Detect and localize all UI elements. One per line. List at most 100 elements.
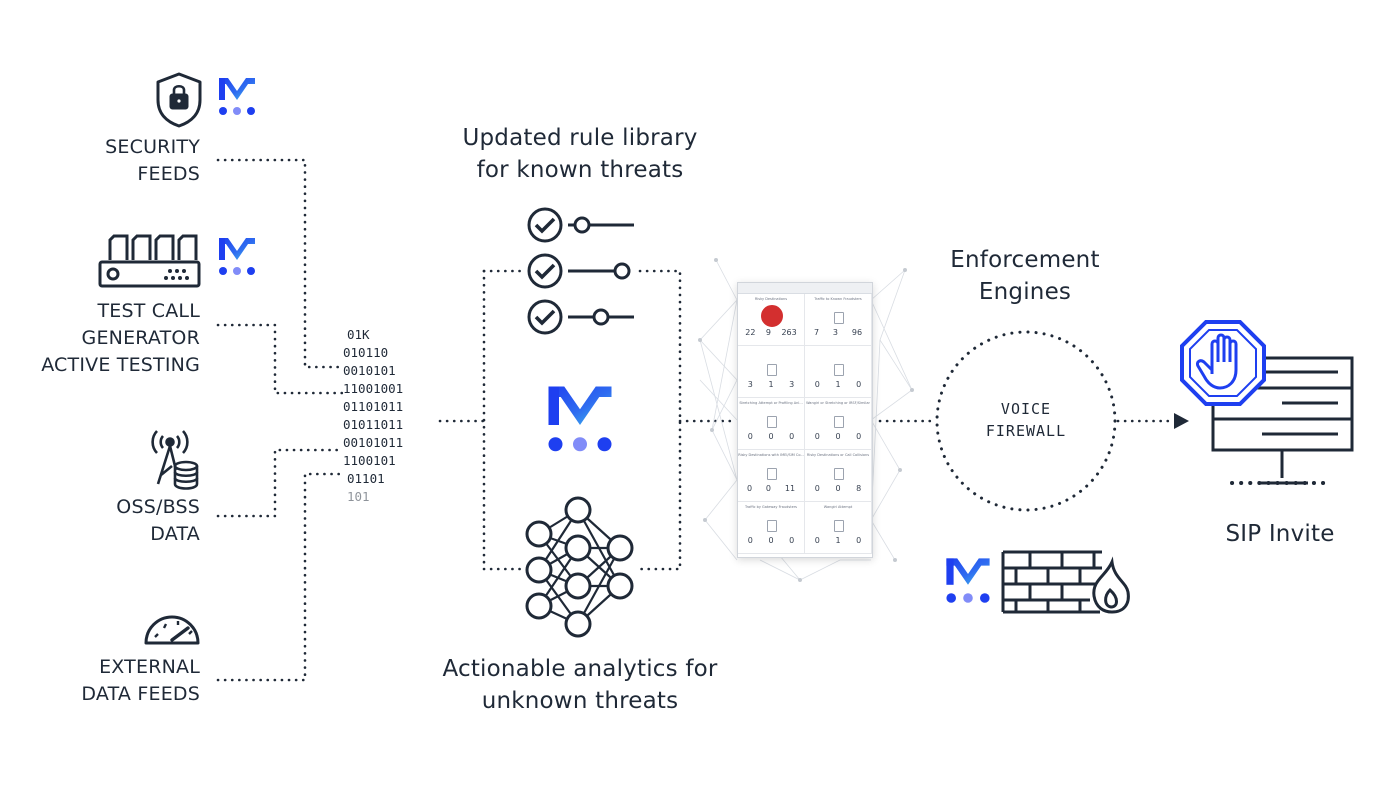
binary-stream: 01K 010110 0010101 11001001 0110101100 0… bbox=[343, 327, 403, 504]
dashboard-cell-value: 0 bbox=[856, 536, 862, 545]
brand-logo-icon bbox=[219, 238, 255, 275]
dashboard-cell-value: 9 bbox=[765, 328, 771, 337]
dashboard-cell-value: 0 bbox=[835, 432, 841, 441]
brand-logo-icon bbox=[946, 558, 990, 603]
dashboard-cell-value: 3 bbox=[747, 380, 753, 389]
device-icon bbox=[767, 416, 777, 428]
dashboard-cell-values: 0 0 0 bbox=[740, 432, 802, 441]
dashboard-cell: Traffic by Gateway Fraudsters 0 0 0 bbox=[738, 502, 805, 554]
dashboard-cell: Risky Destinations or Call Collisions 0 0 8 bbox=[805, 450, 872, 502]
analytics-dashboard-thumbnail: Risky Destinations 22 9 263 Traffic to Known… bbox=[737, 282, 873, 558]
dashboard-grid: Risky Destinations 22 9 263 Traffic to Known… bbox=[738, 294, 872, 554]
stop-hand-icon bbox=[1180, 320, 1266, 406]
dashboard-cell-value: 263 bbox=[781, 328, 797, 337]
brick-firewall-icon bbox=[1001, 550, 1130, 614]
dashboard-cell-title: Risky Destinations bbox=[754, 297, 788, 301]
device-icon bbox=[767, 520, 777, 532]
dashboard-cell: 0 1 0 bbox=[805, 346, 872, 398]
dashboard-cell-value: 1 bbox=[835, 380, 841, 389]
dashboard-cell-title: Wangiri or Stretching or IRSF/Similar bbox=[806, 401, 870, 405]
shield-lock-icon bbox=[156, 72, 202, 128]
dashboard-cell-value: 0 bbox=[768, 432, 774, 441]
alert-icon bbox=[761, 305, 783, 327]
dashboard-cell-value: 0 bbox=[835, 484, 841, 493]
dashboard-cell: Risky Destinations 22 9 263 bbox=[738, 294, 805, 346]
brand-logo-icon bbox=[219, 78, 255, 115]
speedometer-icon bbox=[144, 615, 200, 645]
dashboard-cell-values: 7 3 96 bbox=[807, 328, 869, 337]
dashboard-cell-value: 0 bbox=[746, 484, 753, 493]
dashboard-cell-title: Traffic to Known Fraudsters bbox=[814, 297, 862, 301]
brand-logo-large-icon bbox=[548, 386, 612, 452]
dashboard-cell-value: 8 bbox=[856, 484, 862, 493]
dashboard-cell-title: Traffic by Gateway Fraudsters bbox=[744, 505, 797, 509]
dashboard-title-bar bbox=[738, 283, 872, 294]
dashboard-cell-values: 22 9 263 bbox=[740, 328, 802, 337]
dashboard-cell-value: 1 bbox=[835, 536, 841, 545]
dashboard-cell-value: 0 bbox=[814, 536, 820, 545]
sip-server-icon bbox=[1211, 356, 1354, 485]
dashboard-cell-value: 0 bbox=[814, 432, 820, 441]
voice-firewall-ring bbox=[935, 330, 1117, 512]
dashboard-cell-value: 0 bbox=[814, 380, 820, 389]
dashboard-cell-value: 0 bbox=[747, 432, 753, 441]
dashboard-cell-values: 0 0 0 bbox=[807, 432, 869, 441]
dashboard-cell-value: 96 bbox=[851, 328, 863, 337]
dashboard-cell-value: 3 bbox=[789, 380, 795, 389]
dashboard-cell: Wangiri or Stretching or IRSF/Similar 0 0 0 bbox=[805, 398, 872, 450]
dashboard-cell-value: 0 bbox=[856, 432, 862, 441]
dashboard-cell-values: 0 1 0 bbox=[807, 536, 869, 545]
neural-network-icon bbox=[525, 496, 634, 638]
dashboard-cell-value: 7 bbox=[813, 328, 820, 337]
device-icon bbox=[767, 468, 777, 480]
dashboard-cell-value: 0 bbox=[789, 536, 795, 545]
dashboard-cell-value: 22 bbox=[745, 328, 756, 337]
dashboard-cell-values: 0 0 0 bbox=[740, 536, 802, 545]
dashboard-cell-title: Wangiri Attempt bbox=[823, 505, 853, 509]
dashboard-cell-value: 0 bbox=[814, 484, 820, 493]
dashboard-cell-value: 11 bbox=[784, 484, 796, 493]
dashboard-cell-title: Stretching Attempt or Profiling Anl... bbox=[739, 401, 803, 405]
dashboard-cell-title: Risky Destinations or Call Collisions bbox=[806, 453, 870, 457]
dashboard-cell-value: 1 bbox=[768, 380, 774, 389]
dashboard-cell: Traffic to Known Fraudsters 7 3 96 bbox=[805, 294, 872, 346]
device-icon bbox=[767, 364, 777, 376]
device-icon bbox=[834, 468, 844, 480]
dashboard-cell-value: 0 bbox=[789, 432, 795, 441]
device-icon bbox=[834, 520, 844, 532]
dashboard-cell-values: 0 0 8 bbox=[807, 484, 869, 493]
device-icon bbox=[834, 312, 844, 324]
antenna-database-icon bbox=[151, 430, 199, 490]
dashboard-cell-value: 0 bbox=[747, 536, 753, 545]
network-mesh bbox=[699, 259, 913, 581]
device-icon bbox=[834, 364, 844, 376]
dashboard-cell-title: Risky Destinations with IMEI/SIM Co... bbox=[738, 453, 804, 457]
dashboard-cell-values: 0 1 0 bbox=[807, 380, 869, 389]
test-call-device-icon bbox=[98, 234, 201, 288]
dashboard-cell-value: 0 bbox=[768, 536, 774, 545]
rule-library-icon bbox=[527, 207, 634, 335]
dashboard-cell-value: 0 bbox=[856, 380, 862, 389]
sip-invite-label: SIP Invite bbox=[1225, 521, 1335, 547]
dashboard-cell-values: 0 0 11 bbox=[740, 484, 802, 493]
dashboard-cell-value: 0 bbox=[765, 484, 771, 493]
arrow-head-icon bbox=[1174, 413, 1189, 429]
device-icon bbox=[834, 416, 844, 428]
dashboard-cell-values: 3 1 3 bbox=[740, 380, 802, 389]
left-connectors bbox=[216, 158, 1170, 682]
dashboard-cell-value: 3 bbox=[832, 328, 838, 337]
dashboard-cell: 3 1 3 bbox=[738, 346, 805, 398]
dashboard-cell: Wangiri Attempt 0 1 0 bbox=[805, 502, 872, 554]
